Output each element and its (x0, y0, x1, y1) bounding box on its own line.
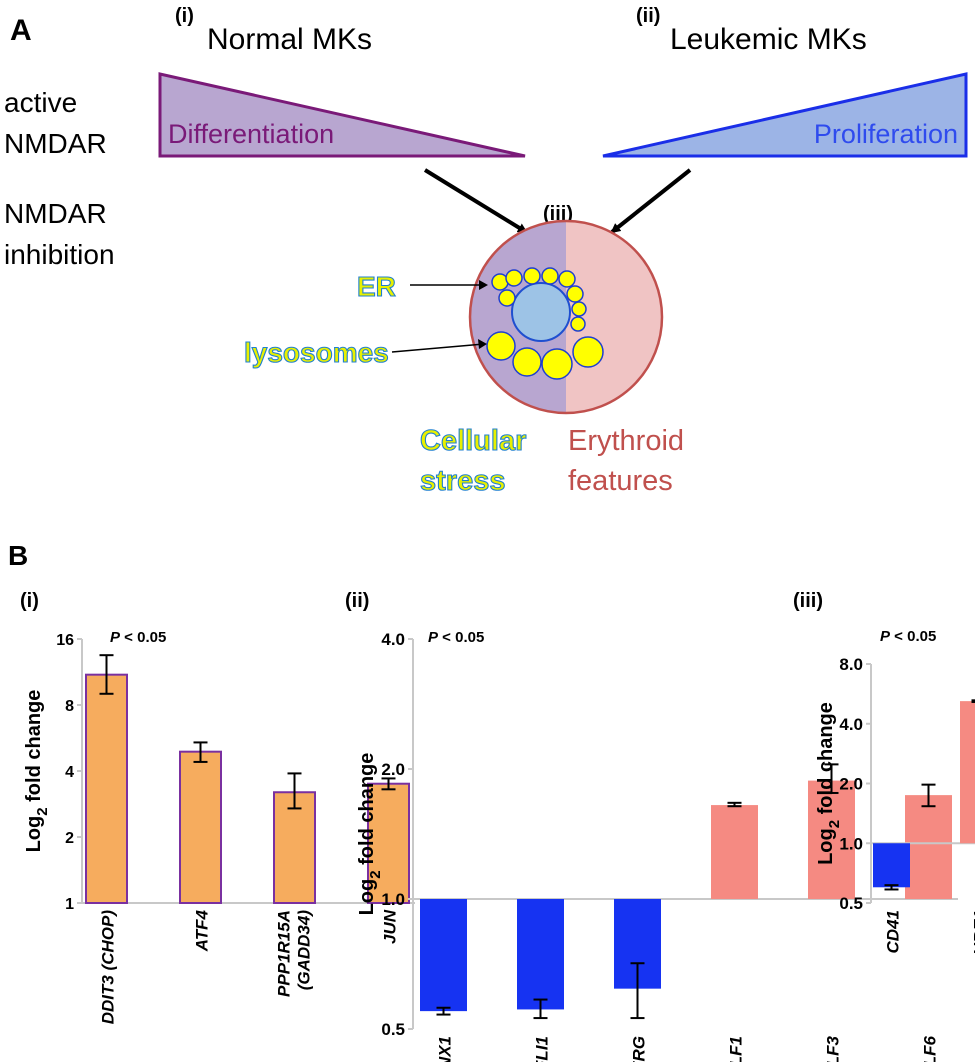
category-label: CD41 (884, 910, 903, 953)
category-label: KLF1 (727, 1036, 746, 1062)
bar-fli1 (517, 899, 564, 1010)
chart-panel-numeral: (ii) (345, 590, 369, 612)
category-label: JUN (381, 909, 400, 944)
lysosomes-arrow-head (478, 339, 487, 349)
category-label: FLI1 (533, 1036, 552, 1062)
erythroid-features-line1: Erythroid (568, 425, 684, 457)
erythroid-features-line2: features (568, 465, 673, 497)
y-tick-label: 16 (56, 632, 74, 649)
bar-jun (367, 782, 410, 905)
panel-b-label: B (8, 540, 28, 571)
er-arrow-head (479, 280, 488, 290)
y-tick-label: 2.0 (839, 775, 863, 794)
y-tick-label: 0.5 (839, 894, 863, 913)
y-tick-label: 2 (65, 830, 74, 847)
differentiation-triangle (158, 72, 526, 158)
y-tick-label: 1.0 (381, 890, 405, 909)
p-value-annotation: P < 0.05 (428, 629, 484, 646)
category-label: ATF4 (193, 909, 212, 952)
y-tick-label: 8 (65, 698, 74, 715)
panel-a: A (i) Normal MKs (ii) Leukemic MKs activ… (4, 5, 968, 498)
chart-panel-numeral: (iii) (793, 590, 823, 612)
y-axis-label: Log2 fold change (815, 702, 843, 865)
bar-ddit3 (85, 673, 128, 904)
y-tick-label: 8.0 (839, 655, 863, 674)
arrow-normal-to-cell (423, 168, 528, 234)
category-label: KLF6 (921, 1035, 940, 1062)
leukemic-numeral: (ii) (636, 5, 660, 27)
cell-outline (468, 219, 664, 415)
bar-atf4 (179, 750, 222, 904)
y-tick-label: 4.0 (381, 630, 405, 649)
cell-numeral: (iii) (543, 203, 573, 225)
y-tick-label: 4.0 (839, 715, 863, 734)
category-label: ERG (630, 1036, 649, 1062)
bar-klf3 (808, 780, 855, 899)
lysosomes-label: lysosomes (244, 337, 389, 368)
normal-title: Normal MKs (207, 23, 372, 56)
row-active-line1: active (4, 87, 77, 118)
bar-runx1 (420, 899, 467, 1012)
category-label: HBE1 (971, 910, 975, 955)
leukemic-title: Leukemic MKs (670, 23, 867, 56)
normal-numeral: (i) (175, 5, 194, 27)
bar-cd41 (873, 843, 910, 888)
y-tick-label: 4 (65, 764, 74, 781)
chart-panel-numeral: (i) (20, 590, 39, 612)
differentiation-label: Differentiation (168, 119, 334, 149)
p-value-annotation: P < 0.05 (880, 628, 936, 645)
category-label: PPP1R15A (275, 910, 294, 997)
er-organelles (491, 267, 587, 332)
y-tick-label: 2.0 (381, 760, 405, 779)
y-tick-label: 1 (65, 896, 74, 913)
cellular-stress-line1: Cellular (420, 425, 526, 457)
proliferation-triangle (602, 72, 968, 158)
arrow-leukemic-to-cell (610, 168, 692, 234)
lysosomes-arrow-line (391, 343, 485, 353)
y-tick-label: 0.5 (381, 1020, 405, 1039)
bar-hbe1 (960, 701, 975, 844)
category-label: KLF3 (824, 1035, 843, 1062)
proliferation-label: Proliferation (814, 119, 958, 149)
category-label: DDIT3 (CHOP) (99, 910, 118, 1025)
category-label: (GADD34) (295, 910, 314, 991)
er-label: ER (357, 271, 396, 302)
y-axis-label: Log2 fold change (356, 753, 384, 916)
y-axis-label: Log2 fold change (23, 690, 51, 853)
row-active-line2: NMDAR (4, 128, 107, 159)
nucleus (511, 282, 571, 342)
cellular-stress-line2: stress (420, 465, 505, 497)
bar-klf1 (711, 805, 758, 899)
row-inhibit-line1: NMDAR (4, 198, 107, 229)
bar-klf6 (905, 795, 952, 899)
panel-a-label: A (10, 14, 32, 47)
y-tick-label: 1.0 (839, 834, 863, 853)
row-inhibit-line2: inhibition (4, 239, 115, 270)
lysosomes (486, 331, 604, 380)
category-label: RUNX1 (436, 1036, 455, 1062)
p-value-annotation: P < 0.05 (110, 629, 166, 646)
